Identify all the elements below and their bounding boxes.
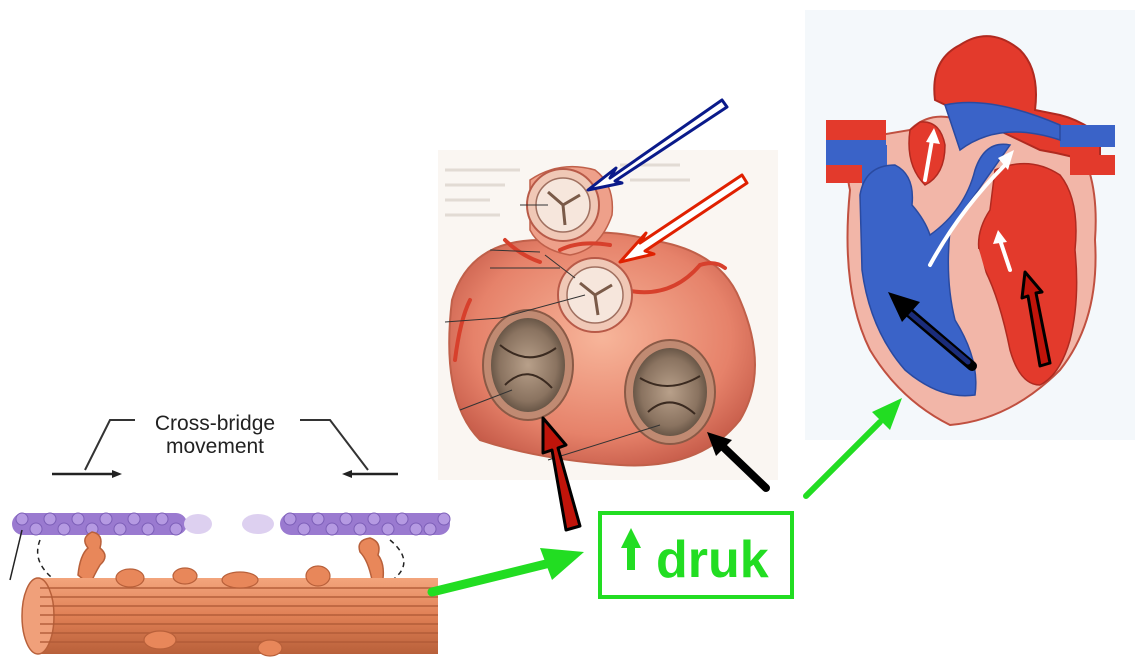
cross-bridge-label-line1: Cross-bridge — [140, 412, 290, 435]
cross-bridge-bracket-left — [85, 420, 135, 470]
aortic-valve — [558, 258, 632, 332]
green-arrow-muscle-to-druk — [432, 548, 584, 592]
cross-bridge-bracket-right — [300, 420, 368, 470]
tricuspid-valve — [625, 340, 715, 444]
myosin-filament-right — [242, 513, 450, 535]
myosin-filament-left — [12, 513, 212, 535]
cross-bridge-head-right — [359, 538, 383, 585]
druk-label: druk — [656, 530, 769, 590]
heart-cross-section-figure — [805, 10, 1135, 440]
cross-bridge-label-line2: movement — [140, 435, 290, 458]
cross-bridge-head-left — [78, 532, 105, 585]
cross-bridge-label: Cross-bridge movement — [140, 412, 290, 458]
mitral-valve — [483, 310, 573, 420]
heart-valves-figure — [438, 150, 778, 480]
actin-filament — [22, 566, 438, 656]
